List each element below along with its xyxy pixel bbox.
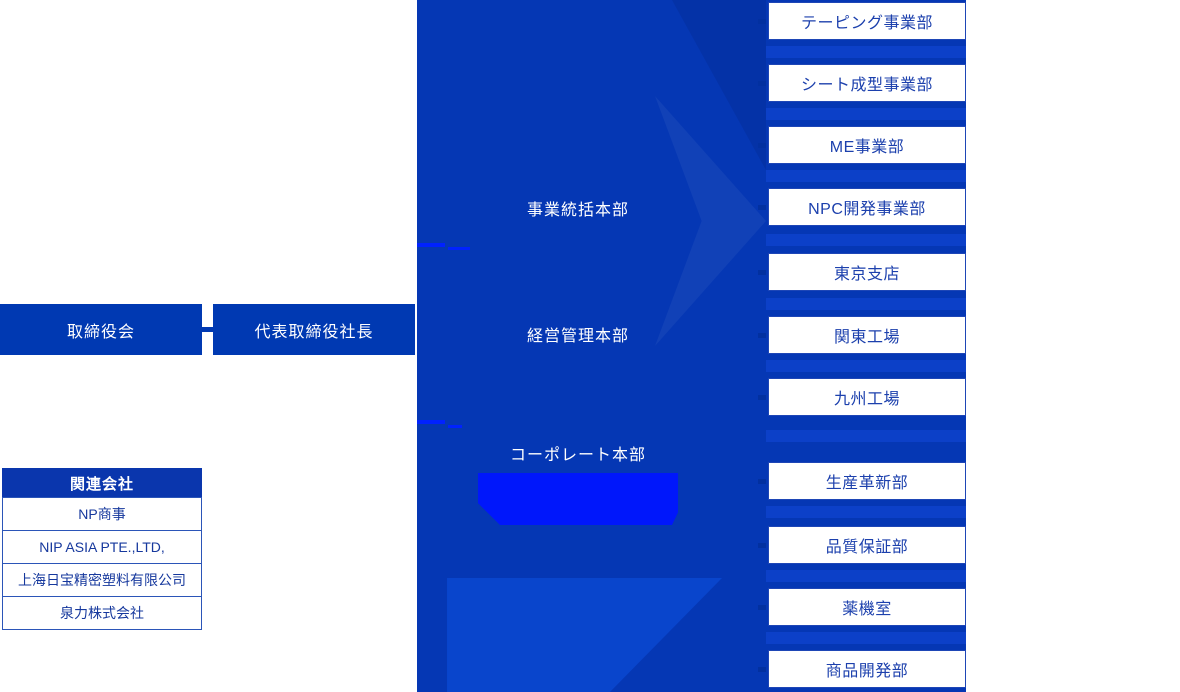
strip-band — [766, 234, 966, 246]
strip-band — [766, 298, 966, 310]
strip-band — [766, 46, 966, 58]
affiliate-row-nip-asia: NIP ASIA PTE.,LTD, — [2, 530, 202, 564]
strip-band — [766, 632, 966, 644]
dept-box-tokyo-branch: 東京支店 — [768, 253, 966, 291]
dept-connector-stub — [758, 19, 766, 24]
dept-connector-stub — [758, 605, 766, 610]
dept-box-taping: テーピング事業部 — [768, 2, 966, 40]
affiliate-row-senriki: 泉力株式会社 — [2, 596, 202, 630]
dept-box-quality-assurance: 品質保証部 — [768, 526, 966, 564]
connector-dash — [448, 247, 470, 250]
strip-band — [766, 108, 966, 120]
hq-label-corporate: コーポレート本部 — [509, 447, 646, 464]
dept-box-pharma-affairs: 薬機室 — [768, 588, 966, 626]
strip-band — [766, 506, 966, 518]
dept-box-production-innovation: 生産革新部 — [768, 462, 966, 500]
dept-connector-stub — [758, 479, 766, 484]
dept-connector-stub — [758, 667, 766, 672]
dept-box-kyushu-plant: 九州工場 — [768, 378, 966, 416]
strip-band — [766, 570, 966, 582]
hq-label-business: 事業統括本部 — [526, 202, 629, 219]
board-of-directors-box: 取締役会 — [0, 304, 202, 355]
dept-connector-stub — [758, 543, 766, 548]
strip-band — [766, 170, 966, 182]
connector-dash — [417, 420, 445, 424]
president-box: 代表取締役社長 — [213, 304, 415, 355]
dept-box-sheet-molding: シート成型事業部 — [768, 64, 966, 102]
dept-box-product-development: 商品開発部 — [768, 650, 966, 688]
strip-band — [766, 360, 966, 372]
affiliate-row-shanghai: 上海日宝精密塑料有限公司 — [2, 563, 202, 597]
dept-connector-stub — [758, 143, 766, 148]
dept-connector-stub — [758, 395, 766, 400]
dept-connector-stub — [758, 333, 766, 338]
connector-dash — [448, 425, 462, 428]
dept-box-me: ME事業部 — [768, 126, 966, 164]
affiliate-row-np-shoji: NP商事 — [2, 497, 202, 531]
highlight-box — [478, 473, 678, 525]
dept-box-npc-development: NPC開発事業部 — [768, 188, 966, 226]
affiliates-header: 関連会社 — [2, 468, 202, 498]
dept-box-kanto-plant: 関東工場 — [768, 316, 966, 354]
headquarters-panel: 事業統括本部 経営管理本部 コーポレート本部 — [417, 0, 766, 692]
panel-decor-light-polygon — [447, 578, 723, 692]
dept-connector-stub — [758, 205, 766, 210]
strip-band — [766, 430, 966, 442]
connector-dash — [417, 243, 445, 247]
dept-connector-stub — [758, 81, 766, 86]
hq-label-management: 経営管理本部 — [526, 328, 629, 345]
board-president-connector — [202, 327, 213, 332]
dept-connector-stub — [758, 270, 766, 275]
